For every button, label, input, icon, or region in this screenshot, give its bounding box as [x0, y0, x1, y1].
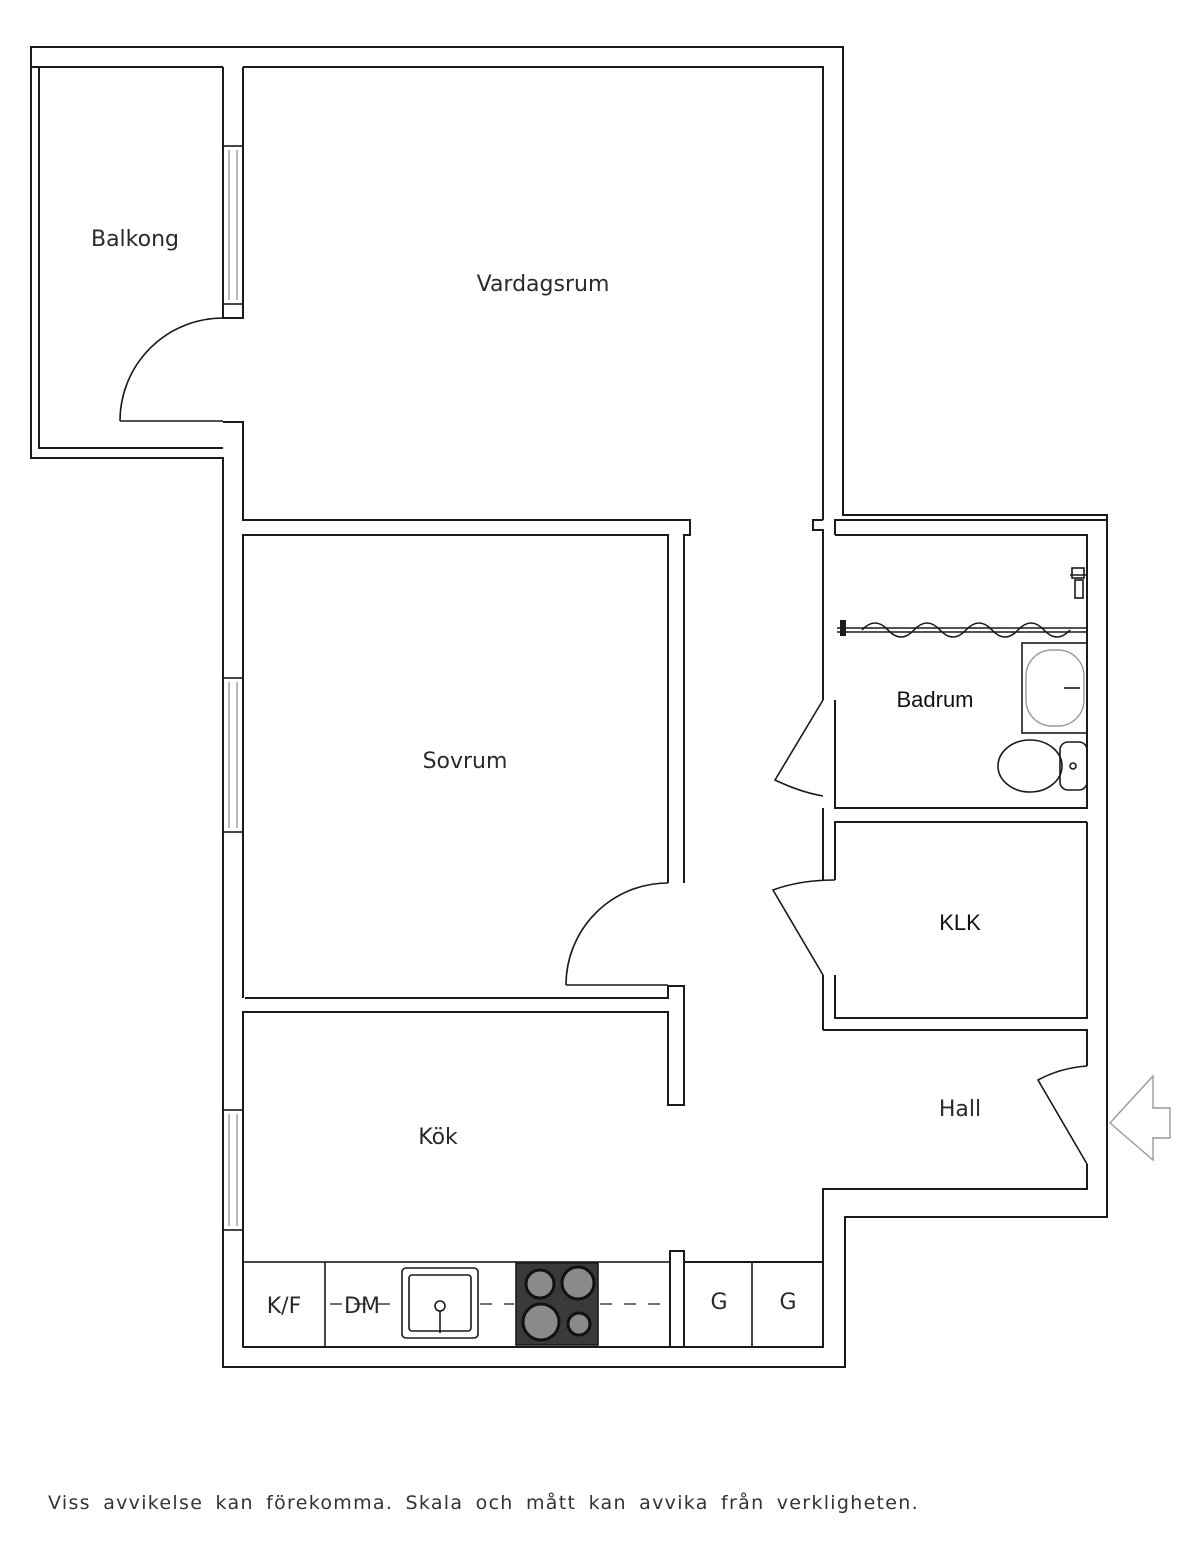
room-labels: Balkong Vardagsrum Sovrum Badrum KLK Hal… — [91, 227, 981, 1150]
room-label-bedroom: Sovrum — [423, 749, 508, 774]
kitchen-counter: K/F DM G G — [242, 1261, 824, 1348]
kitchen-sink-icon — [401, 1267, 479, 1339]
entry-arrow-icon — [1108, 1074, 1171, 1162]
toilet-icon — [997, 739, 1088, 793]
room-label-closet: KLK — [939, 910, 981, 935]
stove-icon — [515, 1262, 599, 1346]
disclaimer-text: Viss avvikelse kan förekomma. Skala och … — [48, 1492, 919, 1514]
room-label-balcony: Balkong — [91, 227, 179, 252]
shower-head-icon — [1070, 567, 1087, 599]
room-label-bathroom: Badrum — [896, 687, 973, 712]
room-label-living-room: Vardagsrum — [477, 272, 610, 297]
doors — [119, 317, 1088, 1165]
cabinet-label-2: G — [779, 1290, 796, 1315]
dishwasher-label: DM — [344, 1294, 380, 1319]
bathroom-fixtures — [837, 567, 1088, 793]
sink-icon — [1021, 642, 1088, 734]
cabinet-label-1: G — [710, 1290, 727, 1315]
fridge-freezer-label: K/F — [267, 1294, 302, 1319]
windows — [222, 145, 244, 1231]
room-label-hall: Hall — [939, 1097, 981, 1122]
room-label-kitchen: Kök — [418, 1125, 458, 1150]
